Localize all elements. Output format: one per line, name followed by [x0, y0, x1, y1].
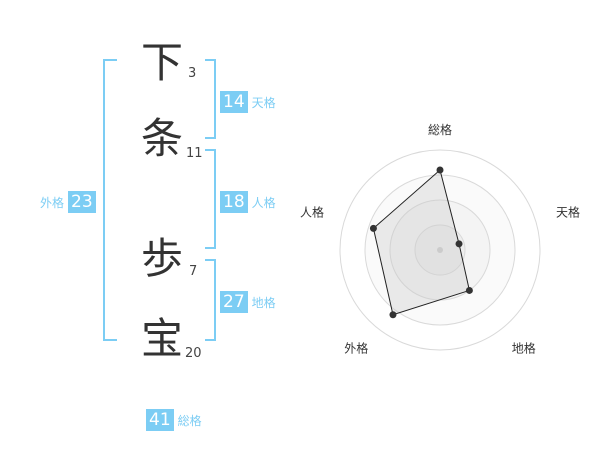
radar-axis-label-3: 地格 [512, 341, 536, 356]
radar-center-dot [437, 247, 443, 253]
jinkaku-label: 人格 [251, 195, 276, 210]
radar-point-2 [455, 240, 463, 248]
chikaku-value: 27 [220, 291, 248, 313]
stroke-count-3: 7 [189, 264, 198, 279]
chikaku-bracket [205, 259, 216, 341]
radar-point-3 [465, 286, 473, 294]
stroke-count-4: 20 [185, 346, 202, 361]
chikaku-label: 地格 [251, 295, 276, 310]
radar-axis-label-1: 総格 [428, 122, 452, 137]
tenkaku-label: 天格 [251, 95, 276, 110]
radar-point-1 [436, 166, 444, 174]
soukaku-badge: 41 総格 [146, 409, 202, 431]
radar-series-polygon [372, 169, 470, 316]
name-char-1: 下 [141, 38, 184, 87]
stroke-count-2: 11 [186, 146, 203, 161]
tenkaku-badge: 14 天格 [220, 91, 276, 113]
tenkaku-value: 14 [220, 91, 248, 113]
stroke-count-1: 3 [188, 66, 197, 81]
radar-axis-label-2: 天格 [556, 204, 580, 219]
gaikaku-label: 外格 [40, 195, 65, 210]
soukaku-value: 41 [146, 409, 174, 431]
gaikaku-value: 23 [68, 191, 96, 213]
radar-axis-label-4: 外格 [344, 341, 368, 356]
chikaku-badge: 27 地格 [220, 291, 276, 313]
name-char-2: 条 [141, 114, 184, 163]
radar-point-5 [369, 224, 377, 232]
jinkaku-badge: 18 人格 [220, 191, 276, 213]
soukaku-label: 総格 [177, 413, 202, 428]
gaikaku-bracket [103, 59, 117, 341]
name-char-3: 歩 [141, 234, 184, 283]
jinkaku-bracket [205, 149, 216, 249]
name-char-4: 宝 [141, 314, 184, 363]
radar-point-4 [389, 311, 397, 319]
jinkaku-value: 18 [220, 191, 248, 213]
gaikaku-badge: 外格 23 [40, 191, 96, 213]
tenkaku-bracket [205, 59, 216, 139]
radar-axis-label-5: 人格 [300, 204, 324, 219]
